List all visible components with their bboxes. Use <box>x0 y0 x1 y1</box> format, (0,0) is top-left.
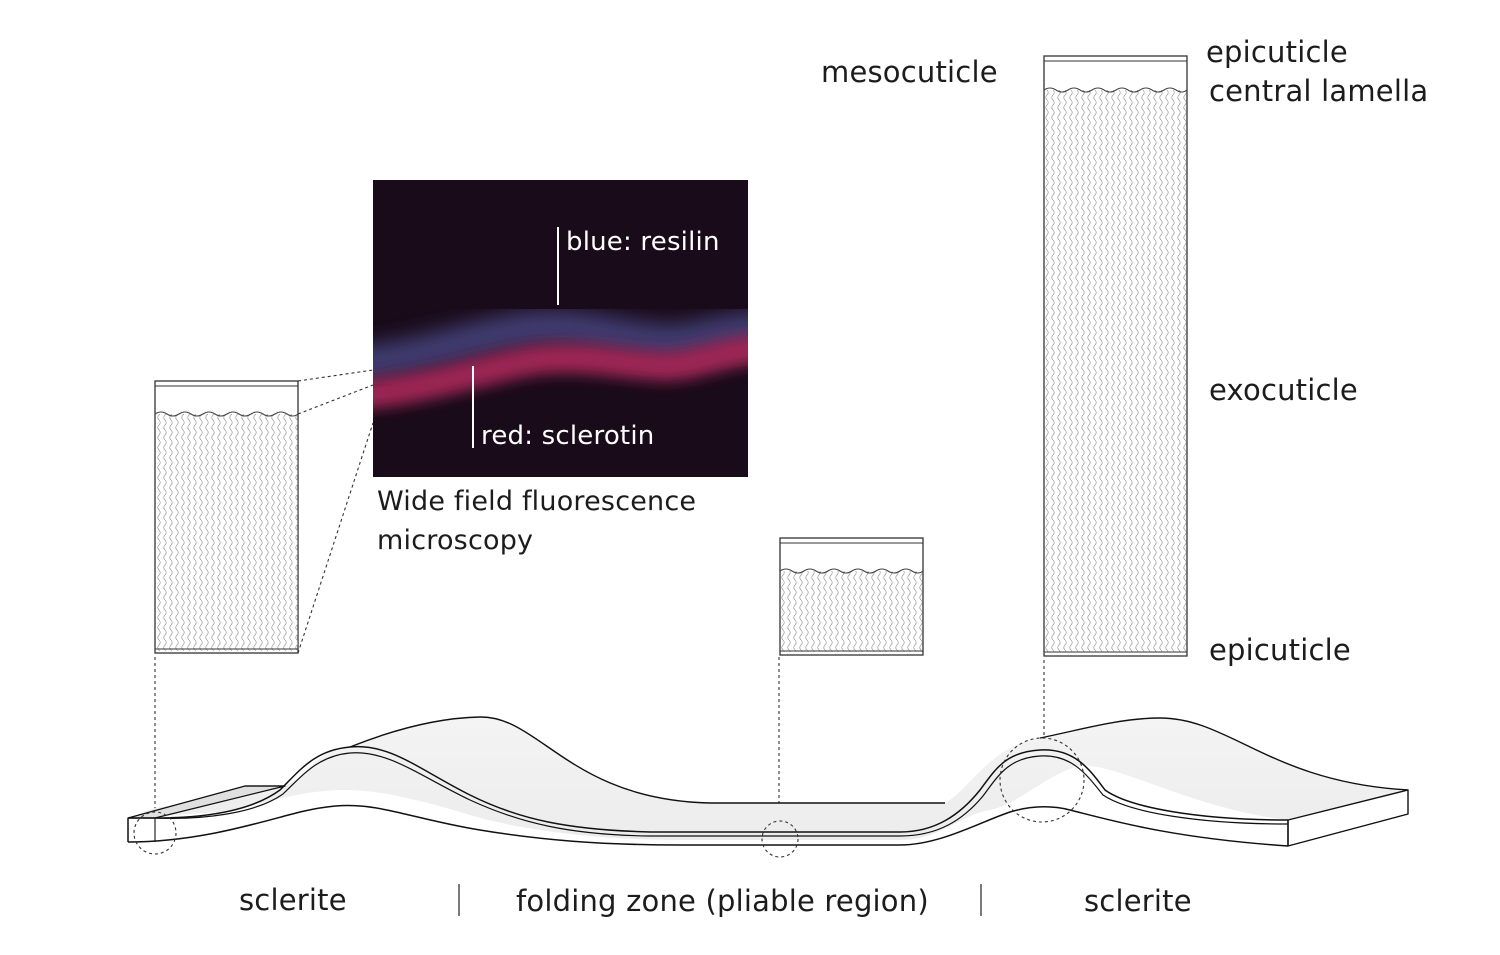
micrograph-caption-line1: Wide field fluorescence <box>377 486 697 517</box>
region-label-right-sclerite: sclerite <box>1084 884 1192 918</box>
sclerotin-label: red: sclerotin <box>481 421 655 451</box>
sample-circle-left <box>133 811 177 855</box>
cuticle-block-left <box>154 380 299 654</box>
drop-lines <box>154 657 1045 822</box>
epicuticle-top-label: epicuticle <box>1206 35 1348 69</box>
central-lamella-label: central lamella <box>1209 74 1429 108</box>
resilin-marker-line <box>557 227 559 305</box>
sample-circle-middle <box>761 820 799 858</box>
sample-circles <box>133 737 1085 858</box>
mesocuticle-label: mesocuticle <box>821 55 998 89</box>
micrograph-caption-line2: microscopy <box>377 525 534 556</box>
epicuticle-bottom-label: epicuticle <box>1209 633 1351 667</box>
sample-circle-right <box>999 737 1085 823</box>
strip-top-surface <box>128 716 1408 840</box>
fluorescence-micrograph: blue: resilin red: sclerotin <box>373 180 748 477</box>
region-label-left-sclerite: sclerite <box>239 883 347 917</box>
exocuticle-label: exocuticle <box>1209 373 1358 407</box>
region-separators <box>458 884 982 916</box>
cuticle-strip <box>127 716 1409 847</box>
cuticle-block-right <box>1043 55 1188 657</box>
fluorescence-band <box>373 309 748 409</box>
sclerotin-marker-line <box>472 366 474 448</box>
zoom-connector-micrograph <box>297 369 374 654</box>
region-label-folding-zone: folding zone (pliable region) <box>516 884 929 918</box>
cuticle-block-middle <box>779 537 924 656</box>
resilin-label: blue: resilin <box>566 227 720 257</box>
